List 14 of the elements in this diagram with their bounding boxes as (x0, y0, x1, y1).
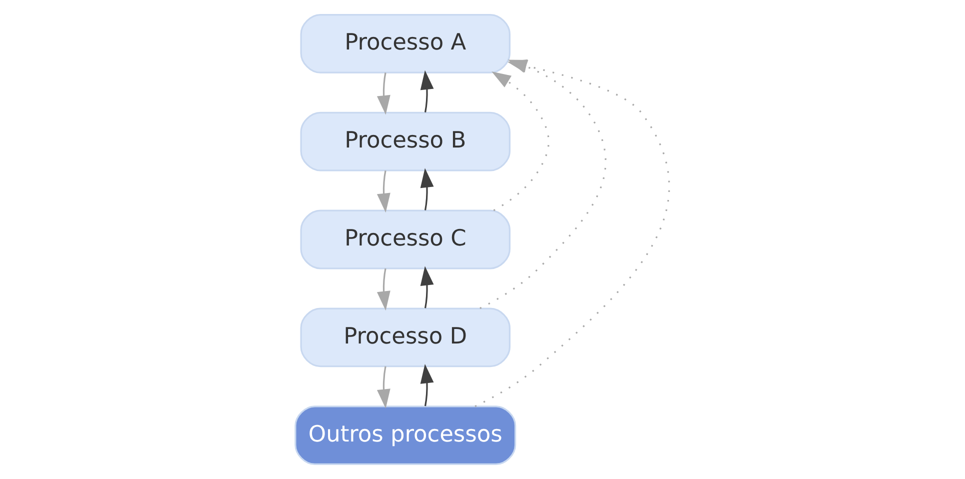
arrow (376, 366, 390, 408)
arrow (420, 168, 434, 210)
node-box: Outros processos (294, 406, 516, 465)
node-box: Processo C (300, 210, 510, 270)
arrow (376, 268, 390, 311)
arrow (376, 170, 390, 213)
arrow (492, 71, 550, 212)
arrow (420, 364, 434, 406)
node-box: Processo D (300, 308, 510, 368)
node-box: Processo A (300, 14, 510, 74)
arrow (420, 266, 434, 308)
arrow (420, 70, 434, 112)
arrow (376, 72, 390, 115)
node-box: Processo B (300, 112, 510, 172)
